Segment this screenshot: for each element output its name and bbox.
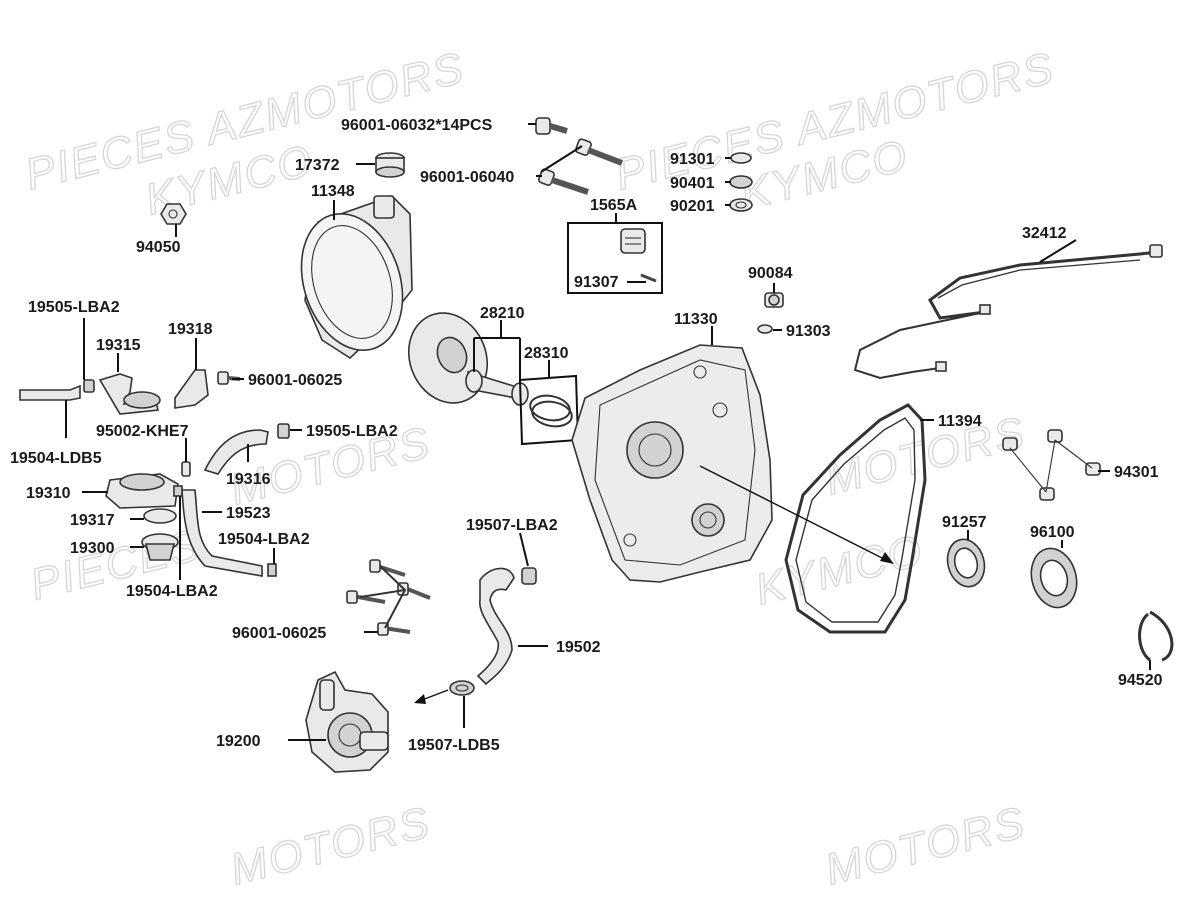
watermark-layer: PIECES AZMOTORS KYMCO PIECES AZMOTORS KY… — [20, 43, 1060, 896]
thermostat-19300 — [141, 533, 179, 561]
part-labels: 96001-06032*14PCS 17372 96001-06040 1134… — [10, 117, 1163, 754]
harness-32412 — [853, 244, 1163, 380]
part-label-90084: 90084 — [748, 265, 793, 282]
watermark: MOTORS — [821, 798, 1031, 895]
part-label-11348: 11348 — [311, 183, 355, 200]
bolt-96001-06040 — [538, 138, 624, 195]
bracket-19318 — [174, 369, 209, 409]
clamp-19505-lba2-a — [83, 379, 95, 393]
bolts-96001-06025-b — [346, 559, 431, 636]
part-label-91307: 91307 — [574, 274, 619, 291]
part-label-91301: 91301 — [670, 151, 715, 168]
circlip-94520 — [1138, 610, 1174, 662]
watermark: KYMCO — [751, 526, 929, 615]
part-label-19504-lba2-a: 19504-LBA2 — [218, 531, 310, 548]
part-label-32412: 32412 — [1022, 225, 1067, 242]
clamp-19507-ldb5 — [449, 680, 475, 696]
water-pump-19200 — [305, 670, 389, 773]
oring-19317 — [143, 508, 177, 524]
hose-19502 — [476, 567, 515, 686]
washers-91301-90201 — [729, 152, 753, 212]
part-label-19502: 19502 — [556, 639, 601, 656]
hose-19316 — [203, 429, 269, 475]
part-label-19318: 19318 — [168, 321, 213, 338]
hose-19504-ldb5 — [19, 384, 81, 401]
part-label-19505-lba2-a: 19505-LBA2 — [28, 299, 120, 316]
part-label-11394: 11394 — [938, 413, 982, 430]
part-label-95002-khe7: 95002-KHE7 — [96, 423, 189, 440]
clamp-19505-lba2-b — [277, 423, 290, 439]
part-label-11330: 11330 — [674, 311, 718, 328]
part-label-90401: 90401 — [670, 175, 715, 192]
part-label-17372: 17372 — [295, 157, 340, 174]
crankcase-cover-11330 — [571, 344, 773, 583]
watermark: MOTORS — [226, 798, 436, 895]
bearing-96100 — [1030, 547, 1078, 609]
fitting-19315 — [98, 373, 161, 415]
part-label-19315: 19315 — [96, 337, 141, 354]
part-label-19200: 19200 — [216, 733, 261, 750]
part-label-28210: 28210 — [480, 305, 525, 322]
part-label-19316: 19316 — [226, 471, 271, 488]
part-label-19300: 19300 — [70, 540, 115, 557]
part-label-19310: 19310 — [26, 485, 71, 502]
housing-19310 — [105, 473, 179, 509]
part-label-96100: 96100 — [1030, 524, 1075, 541]
part-label-19317: 19317 — [70, 512, 115, 529]
part-label-94050: 94050 — [136, 239, 181, 256]
part-label-19523: 19523 — [226, 505, 271, 522]
part-label-96001-06025-b: 96001-06025 — [232, 625, 326, 642]
part-label-96001-06025-a: 96001-06025 — [248, 372, 342, 389]
part-label-19507-lba2: 19507-LBA2 — [466, 517, 558, 534]
clamp-19507-lba2 — [521, 567, 537, 585]
ring-box-28310 — [518, 374, 580, 446]
cover-11348 — [300, 195, 413, 360]
gasket-11394 — [784, 403, 927, 634]
part-label-19507-ldb5: 19507-LDB5 — [408, 737, 500, 754]
part-label-19504-lba2-b: 19504-LBA2 — [126, 583, 218, 600]
nut-94050 — [160, 203, 187, 225]
part-label-19505-lba2-b: 19505-LBA2 — [306, 423, 398, 440]
plug-90084 — [757, 292, 784, 334]
part-drawings — [19, 117, 1174, 773]
hose-19523 — [181, 489, 263, 577]
bolt-96001-06032 — [535, 117, 568, 135]
part-label-96001-06032: 96001-06032*14PCS — [341, 117, 493, 134]
part-label-91303: 91303 — [786, 323, 831, 340]
dowels-94301 — [1002, 429, 1101, 501]
seal-91257 — [946, 538, 986, 588]
cap-17372 — [375, 152, 405, 178]
part-label-90201: 90201 — [670, 198, 715, 215]
part-label-96001-06040: 96001-06040 — [420, 169, 514, 186]
part-label-1565a: 1565A — [590, 197, 638, 214]
clamps-19504-lba2 — [173, 485, 277, 577]
leader-lines — [65, 123, 1151, 741]
part-label-94520: 94520 — [1118, 672, 1163, 689]
clutch-28210 — [407, 312, 529, 406]
part-label-91257: 91257 — [942, 514, 987, 531]
part-label-19504-ldb5: 19504-LDB5 — [10, 450, 102, 467]
part-label-28310: 28310 — [524, 345, 569, 362]
sensor-95002-khe7 — [181, 461, 191, 477]
part-label-94301: 94301 — [1114, 464, 1159, 481]
